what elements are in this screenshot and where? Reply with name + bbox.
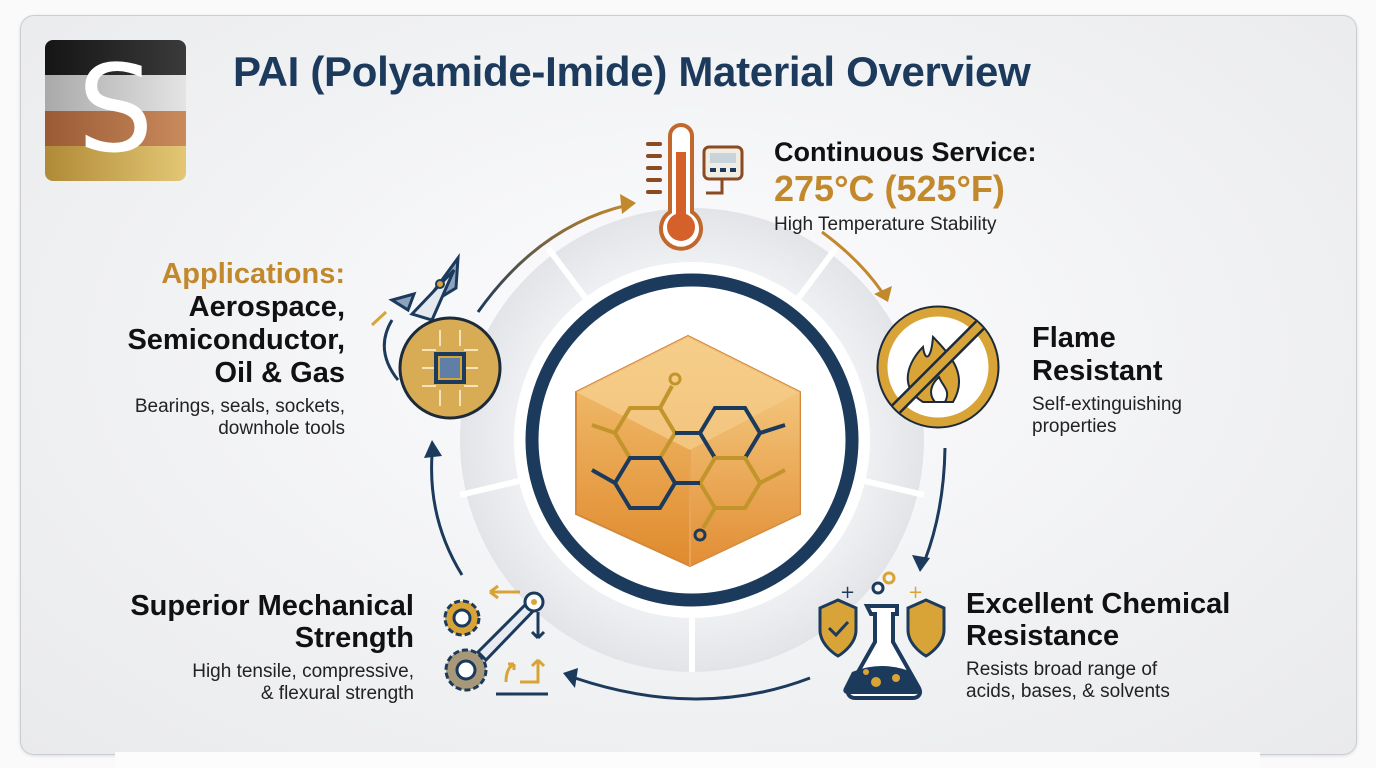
applications-description-line2: downhole tools bbox=[218, 418, 345, 439]
no-flame-icon bbox=[876, 305, 1000, 429]
chemical-heading-line1: Excellent Chemical bbox=[966, 588, 1231, 620]
gears-strength-icon bbox=[443, 584, 548, 696]
logo: S bbox=[45, 40, 186, 181]
logo-letter: S bbox=[77, 40, 154, 180]
chemical-description-line1: Resists broad range of bbox=[966, 659, 1158, 680]
applications-line1: Aerospace, bbox=[188, 291, 345, 323]
rocket-chip-icon bbox=[370, 252, 502, 420]
applications-label: Applications: bbox=[161, 258, 345, 290]
flame-heading-line2: Resistant bbox=[1032, 355, 1163, 387]
page-title: PAI (Polyamide-Imide) Material Overview bbox=[233, 48, 1031, 95]
applications-line2: Semiconductor, bbox=[127, 324, 345, 356]
mechanical-heading-line1: Superior Mechanical bbox=[130, 590, 414, 622]
temperature-heading: Continuous Service: bbox=[774, 137, 1037, 167]
svg-text:+: + bbox=[840, 582, 855, 603]
applications-description-line1: Bearings, seals, sockets, bbox=[134, 396, 345, 417]
mechanical-description-line1: High tensile, compressive, bbox=[192, 661, 414, 682]
temperature-value: 275°C (525°F) bbox=[774, 168, 1005, 209]
polymer-molecule-cube-icon bbox=[575, 334, 801, 568]
temperature-description: High Temperature Stability bbox=[774, 214, 997, 235]
applications-line3: Oil & Gas bbox=[214, 357, 345, 389]
mechanical-heading-line2: Strength bbox=[294, 622, 414, 654]
svg-text:+: + bbox=[908, 582, 923, 603]
thermometer-icon bbox=[646, 123, 744, 251]
flame-description-line1: Self-extinguishing bbox=[1032, 394, 1182, 415]
flame-heading-line1: Flame bbox=[1032, 322, 1116, 354]
chemical-heading-line2: Resistance bbox=[966, 620, 1120, 652]
bottom-strip bbox=[115, 752, 1260, 768]
chemical-description-line2: acids, bases, & solvents bbox=[966, 681, 1170, 702]
chemical-flask-shield-icon: + + bbox=[818, 571, 946, 700]
flame-description-line2: properties bbox=[1032, 416, 1117, 437]
mechanical-description-line2: & flexural strength bbox=[260, 683, 414, 704]
